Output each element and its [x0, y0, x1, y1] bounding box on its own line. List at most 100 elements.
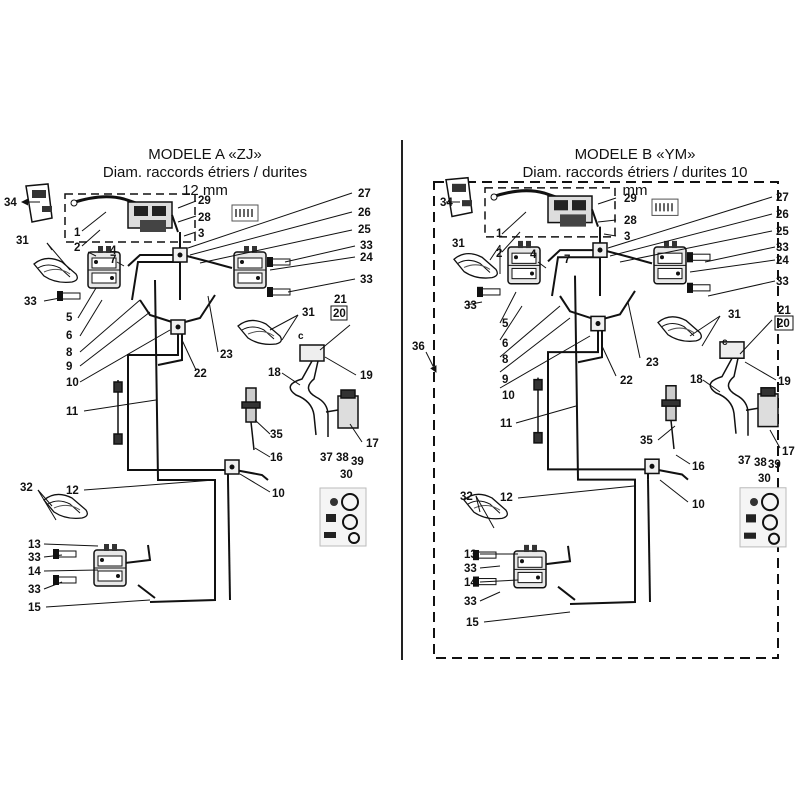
- svg-text:6: 6: [502, 338, 508, 350]
- svg-text:26: 26: [358, 207, 371, 219]
- svg-text:38: 38: [754, 457, 767, 469]
- svg-text:33: 33: [464, 563, 477, 575]
- model-b-subtitle-text: Diam. raccords étriers / durites 10 mm: [522, 164, 748, 199]
- model-a-title: MODELE A «ZJ» Diam. raccords étriers / d…: [100, 146, 310, 200]
- svg-text:30: 30: [758, 473, 771, 485]
- svg-text:34: 34: [440, 197, 453, 209]
- svg-text:31: 31: [452, 238, 465, 250]
- svg-text:33: 33: [464, 300, 477, 312]
- svg-text:7: 7: [110, 254, 116, 266]
- svg-text:5: 5: [502, 318, 509, 330]
- svg-text:4: 4: [110, 245, 117, 257]
- callouts-model-b: 36 34 29 28 3 27 26 25 33 24 33 31 1 2 4…: [412, 192, 795, 629]
- svg-text:15: 15: [466, 617, 479, 629]
- svg-text:31: 31: [16, 235, 29, 247]
- svg-text:24: 24: [776, 255, 789, 267]
- svg-text:12: 12: [66, 485, 79, 497]
- svg-text:19: 19: [778, 376, 791, 388]
- svg-text:23: 23: [220, 349, 233, 361]
- svg-text:8: 8: [66, 347, 73, 359]
- svg-text:10: 10: [66, 377, 79, 389]
- svg-text:21: 21: [778, 305, 791, 317]
- svg-text:10: 10: [692, 499, 705, 511]
- svg-text:8: 8: [502, 354, 509, 366]
- svg-text:21: 21: [334, 294, 347, 306]
- svg-text:29: 29: [624, 193, 637, 205]
- svg-text:33: 33: [776, 242, 789, 254]
- svg-text:32: 32: [460, 491, 473, 503]
- svg-text:2: 2: [74, 242, 80, 254]
- svg-text:30: 30: [340, 469, 353, 481]
- svg-text:16: 16: [270, 452, 283, 464]
- svg-text:31: 31: [728, 309, 741, 321]
- svg-text:9: 9: [502, 374, 508, 386]
- svg-text:17: 17: [366, 438, 379, 450]
- svg-text:20: 20: [777, 318, 790, 330]
- svg-text:32: 32: [20, 482, 33, 494]
- svg-text:25: 25: [358, 224, 371, 236]
- svg-text:4: 4: [530, 249, 537, 261]
- model-b-title-text: MODELE B «YM»: [574, 146, 696, 163]
- svg-text:10: 10: [502, 390, 515, 402]
- svg-text:9: 9: [66, 361, 72, 373]
- svg-text:c: c: [722, 337, 728, 348]
- svg-text:13: 13: [28, 539, 41, 551]
- svg-text:37: 37: [320, 452, 333, 464]
- svg-text:1: 1: [74, 227, 81, 239]
- callouts-model-a: 34 29 28 3 27 26 25 33 24 33 31 1 2 4 7 …: [4, 188, 379, 614]
- svg-text:10: 10: [272, 488, 285, 500]
- svg-text:20: 20: [333, 308, 346, 320]
- svg-text:15: 15: [28, 602, 41, 614]
- svg-text:16: 16: [692, 461, 705, 473]
- svg-text:18: 18: [268, 367, 281, 379]
- svg-text:25: 25: [776, 226, 789, 238]
- svg-text:2: 2: [496, 248, 502, 260]
- svg-text:33: 33: [360, 274, 373, 286]
- svg-text:22: 22: [194, 368, 207, 380]
- svg-text:35: 35: [640, 435, 653, 447]
- svg-text:14: 14: [464, 577, 477, 589]
- svg-text:39: 39: [768, 459, 781, 471]
- svg-text:18: 18: [690, 374, 703, 386]
- svg-text:33: 33: [776, 276, 789, 288]
- svg-text:28: 28: [198, 212, 211, 224]
- svg-text:28: 28: [624, 215, 637, 227]
- svg-text:37: 37: [738, 455, 751, 467]
- svg-text:14: 14: [28, 566, 41, 578]
- svg-text:33: 33: [28, 584, 41, 596]
- svg-text:39: 39: [351, 456, 364, 468]
- svg-text:22: 22: [620, 375, 633, 387]
- svg-text:38: 38: [336, 452, 349, 464]
- svg-text:24: 24: [360, 252, 373, 264]
- svg-text:33: 33: [464, 596, 477, 608]
- svg-text:7: 7: [564, 254, 570, 266]
- svg-text:27: 27: [776, 192, 789, 204]
- svg-text:26: 26: [776, 209, 789, 221]
- svg-text:33: 33: [24, 296, 37, 308]
- svg-text:31: 31: [302, 307, 315, 319]
- svg-text:13: 13: [464, 549, 477, 561]
- svg-text:17: 17: [782, 446, 795, 458]
- svg-text:33: 33: [28, 552, 41, 564]
- svg-text:19: 19: [360, 370, 373, 382]
- svg-text:1: 1: [496, 228, 503, 240]
- model-a-title-text: MODELE A «ZJ»: [148, 146, 262, 163]
- svg-text:3: 3: [198, 228, 204, 240]
- svg-text:34: 34: [4, 197, 17, 209]
- svg-text:36: 36: [412, 341, 425, 353]
- svg-text:11: 11: [66, 406, 79, 418]
- svg-text:35: 35: [270, 429, 283, 441]
- diagram-model-b: [446, 178, 786, 604]
- svg-text:11: 11: [500, 418, 513, 430]
- svg-text:5: 5: [66, 312, 73, 324]
- svg-text:12: 12: [500, 492, 513, 504]
- svg-text:33: 33: [360, 240, 373, 252]
- svg-text:6: 6: [66, 330, 72, 342]
- model-b-title: MODELE B «YM» Diam. raccords étriers / d…: [520, 146, 750, 200]
- svg-text:3: 3: [624, 231, 630, 243]
- svg-text:c: c: [298, 331, 304, 342]
- svg-text:23: 23: [646, 357, 659, 369]
- model-a-subtitle-text: Diam. raccords étriers / durites 12 mm: [102, 164, 308, 199]
- svg-text:27: 27: [358, 188, 371, 200]
